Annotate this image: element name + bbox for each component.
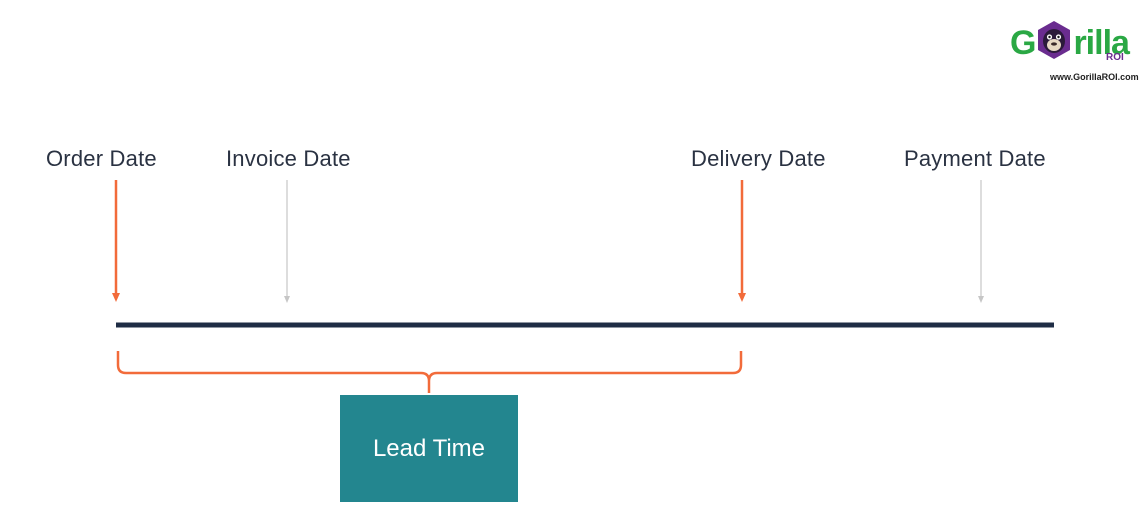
- gorilla-face-icon: [1036, 20, 1072, 60]
- logo-letter-g: G: [1010, 24, 1036, 62]
- logo-roi-text: ROI: [1106, 52, 1124, 63]
- order-date-arrow: [112, 180, 120, 302]
- logo-url-text: www.GorillaROI.com: [1050, 72, 1139, 82]
- order-date-label: Order Date: [46, 146, 157, 171]
- logo-wordmark: G rilla: [1010, 20, 1130, 63]
- gorilla-roi-logo: G rilla ROI www.GorillaROI.com: [1010, 14, 1139, 86]
- lead-time-label: Lead Time: [372, 434, 486, 462]
- payment-date-arrow: [978, 180, 984, 303]
- delivery-date-label: Delivery Date: [691, 146, 826, 171]
- invoice-date-label: Invoice Date: [226, 146, 351, 171]
- lead-time-bracket: [116, 351, 743, 393]
- lead-time-box: Lead Time: [340, 395, 518, 502]
- delivery-date-arrow: [738, 180, 746, 302]
- payment-date-label: Payment Date: [904, 146, 1046, 171]
- logo-letters-rilla: rilla: [1073, 24, 1129, 62]
- invoice-date-arrow: [284, 180, 290, 303]
